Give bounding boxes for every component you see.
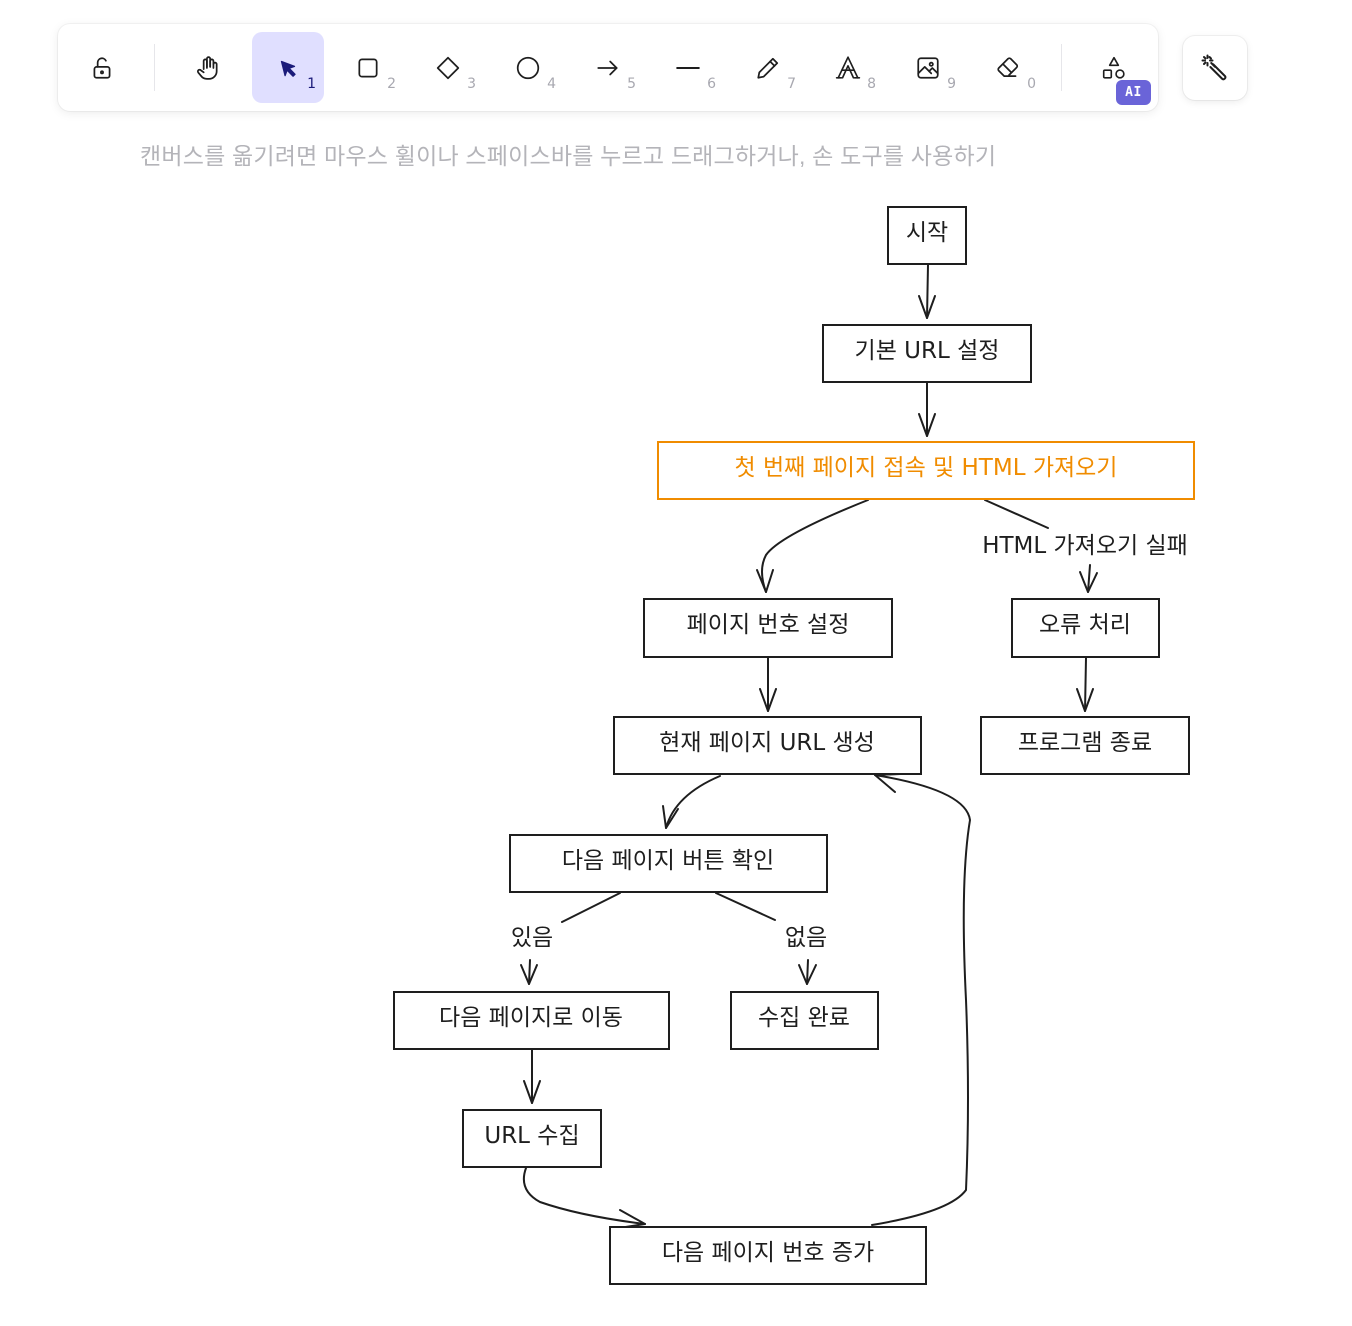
- main-toolbar: 1 2 3 4 5 6 7: [58, 24, 1158, 111]
- selection-icon: [280, 60, 296, 77]
- eraser-tool-button[interactable]: 0: [972, 32, 1044, 103]
- tool-shortcut-key: 6: [707, 76, 716, 92]
- arrow-check-next-to-done-continued[interactable]: [806, 959, 809, 985]
- node-label: 오류 처리: [1039, 612, 1131, 638]
- image-icon: [917, 56, 939, 79]
- line-icon: [676, 66, 700, 69]
- node-exit[interactable]: [980, 716, 1190, 775]
- node-start[interactable]: [887, 206, 967, 265]
- node-check-next[interactable]: [509, 834, 828, 893]
- tool-shortcut-key: 5: [627, 76, 636, 92]
- diamond-tool-button[interactable]: 3: [412, 32, 484, 103]
- more-shapes-icon: [1102, 56, 1125, 79]
- tool-shortcut-key: 1: [307, 76, 316, 92]
- node-label: 기본 URL 설정: [855, 338, 1000, 364]
- arrow-collect-to-increment[interactable]: [522, 1167, 646, 1225]
- arrow-check-next-to-go-next[interactable]: [561, 892, 621, 923]
- edge-labels: HTML 가져오기 실패 있음 없음: [511, 533, 1188, 951]
- edge-label-yes: 있음: [511, 925, 553, 951]
- tool-shortcut-key: 0: [1027, 76, 1036, 92]
- node-base-url[interactable]: [822, 324, 1032, 383]
- node-label: 다음 페이지 번호 증가: [662, 1240, 874, 1266]
- arrowhead: [918, 295, 936, 319]
- ellipse-icon: [516, 56, 540, 79]
- arrowhead: [1079, 571, 1098, 593]
- arrow-fetch-to-error[interactable]: [984, 499, 1049, 529]
- arrow-increment-loop-to-current-url[interactable]: [871, 774, 971, 1226]
- image-tool-button[interactable]: 9: [892, 32, 964, 103]
- arrowhead: [756, 569, 774, 593]
- arrow-fetch-to-page-number[interactable]: [761, 499, 869, 593]
- arrow-tool-button[interactable]: 5: [572, 32, 644, 103]
- edge-label-fail: HTML 가져오기 실패: [982, 533, 1188, 559]
- node-label: 페이지 번호 설정: [687, 612, 850, 638]
- connector-layer: [520, 264, 1098, 1229]
- pencil-tool-button[interactable]: 7: [732, 32, 804, 103]
- arrowhead: [662, 805, 679, 829]
- arrowhead: [918, 413, 936, 437]
- line-tool-button[interactable]: 6: [652, 32, 724, 103]
- node-label: 시작: [906, 220, 948, 246]
- arrowhead: [1076, 688, 1094, 712]
- arrowhead: [798, 964, 817, 985]
- node-go-next[interactable]: [393, 991, 670, 1050]
- node-collect[interactable]: [462, 1109, 602, 1168]
- arrowhead: [759, 688, 777, 712]
- arrow-fetch-to-error-continued[interactable]: [1087, 564, 1091, 593]
- toolbar-divider: [154, 44, 155, 91]
- ai-badge: AI: [1116, 80, 1151, 105]
- node-page-number[interactable]: [643, 598, 893, 658]
- arrow-error-to-exit[interactable]: [1084, 657, 1087, 712]
- eraser-icon: [997, 56, 1019, 77]
- lock-icon: [93, 56, 111, 79]
- tool-shortcut-key: 4: [547, 76, 556, 92]
- rectangle-icon: [358, 57, 378, 78]
- diamond-icon: [436, 56, 460, 79]
- arrowhead: [520, 964, 538, 985]
- rectangle-tool-button[interactable]: 2: [332, 32, 404, 103]
- node-label: 현재 페이지 URL 생성: [659, 730, 875, 756]
- arrowhead: [523, 1080, 541, 1104]
- node-label: 프로그램 종료: [1018, 730, 1152, 756]
- edge-label-no: 없음: [785, 925, 827, 951]
- hand-tool-button[interactable]: [172, 32, 244, 103]
- node-label: URL 수집: [484, 1123, 579, 1149]
- tool-shortcut-key: 9: [947, 76, 956, 92]
- node-error[interactable]: [1011, 598, 1160, 658]
- node-label: 수집 완료: [758, 1005, 850, 1031]
- node-label: 첫 번째 페이지 접속 및 HTML 가져오기: [735, 455, 1118, 481]
- toolbar-divider: [1061, 44, 1062, 91]
- arrow-icon: [597, 60, 618, 75]
- pencil-icon: [757, 57, 779, 79]
- arrowhead: [618, 1209, 646, 1229]
- node-increment[interactable]: [609, 1226, 927, 1285]
- node-current-url[interactable]: [613, 716, 922, 775]
- node-done[interactable]: [730, 991, 879, 1050]
- text-tool-button[interactable]: 8: [812, 32, 884, 103]
- text-icon: [835, 55, 861, 79]
- tool-shortcut-key: 3: [467, 76, 476, 92]
- node-fetch[interactable]: [657, 441, 1195, 500]
- node-label: 다음 페이지로 이동: [439, 1005, 623, 1031]
- arrow-start-to-base-url[interactable]: [926, 264, 929, 319]
- tool-shortcut-key: 2: [387, 76, 396, 92]
- ellipse-tool-button[interactable]: 4: [492, 32, 564, 103]
- arrow-current-url-to-check-next[interactable]: [665, 775, 721, 829]
- canvas-hint-text: 캔버스를 옮기려면 마우스 휠이나 스페이스바를 누르고 드래그하거나, 손 도…: [140, 143, 997, 169]
- magic-wand-icon: [1201, 54, 1227, 81]
- hand-icon: [197, 55, 218, 80]
- tool-shortcut-key: 8: [867, 76, 876, 92]
- node-label: 다음 페이지 버튼 확인: [562, 848, 774, 874]
- arrow-check-next-to-done[interactable]: [715, 892, 776, 921]
- more-shapes-button[interactable]: [1078, 32, 1150, 103]
- node-layer: [393, 206, 1195, 1285]
- lock-tool-button[interactable]: [66, 32, 138, 103]
- tool-shortcut-key: 7: [787, 76, 796, 92]
- node-labels: 시작 기본 URL 설정 첫 번째 페이지 접속 및 HTML 가져오기 페이지…: [439, 220, 1152, 1266]
- selection-tool-button[interactable]: 1: [252, 32, 324, 103]
- magic-wand-button[interactable]: [1183, 36, 1247, 100]
- arrow-check-next-to-go-next-continued[interactable]: [528, 959, 531, 985]
